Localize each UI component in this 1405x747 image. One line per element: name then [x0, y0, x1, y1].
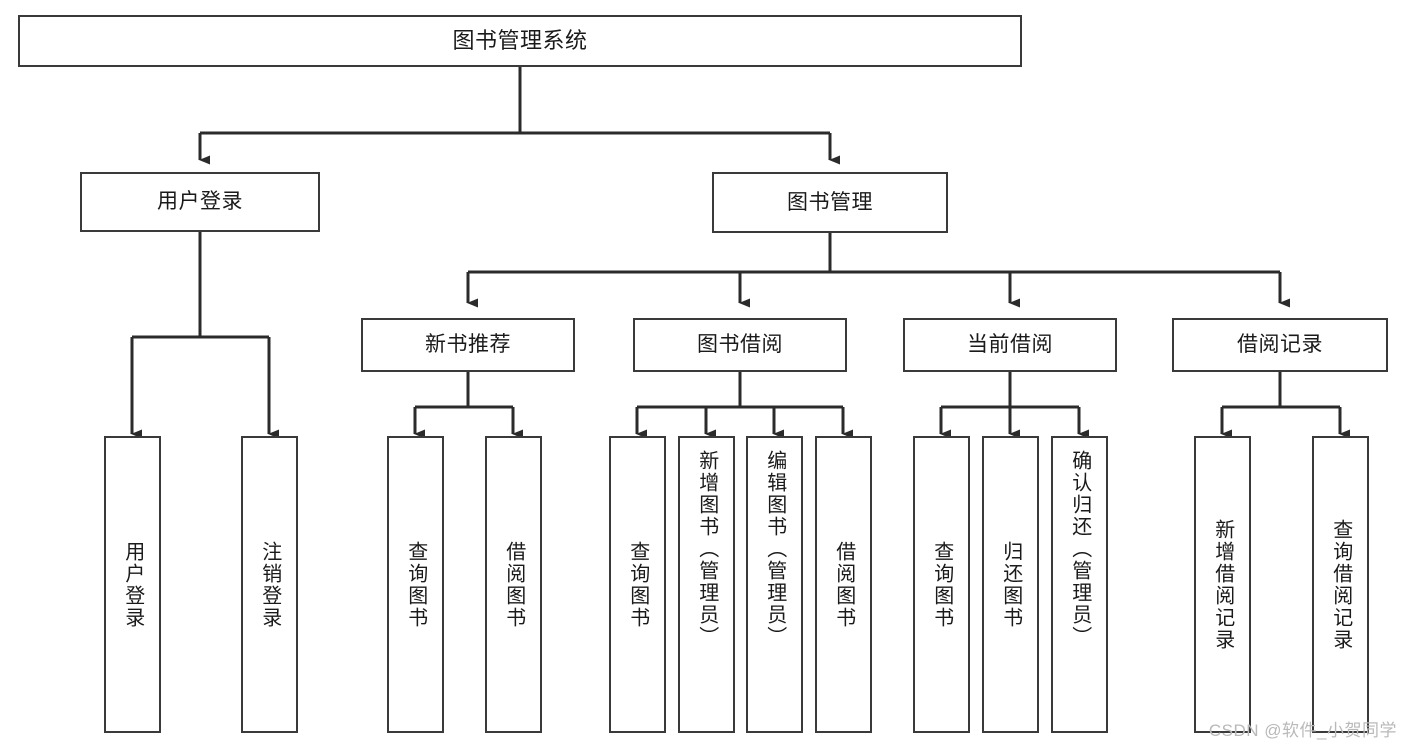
node-label: 新增图书（管理员）	[695, 450, 718, 648]
node-label: 查询图书	[626, 540, 649, 629]
node-label: 借阅图书	[832, 540, 855, 629]
node-leaf-query-book-recommend[interactable]: 查询图书	[387, 436, 444, 733]
node-label: 查询借阅记录	[1329, 518, 1352, 651]
node-label: 当前借阅	[967, 333, 1053, 357]
node-leaf-logout[interactable]: 注销登录	[241, 436, 298, 733]
node-label: 新增借阅记录	[1211, 518, 1234, 651]
node-leaf-query-borrow-record[interactable]: 查询借阅记录	[1312, 436, 1369, 733]
node-leaf-borrow-book[interactable]: 借阅图书	[815, 436, 872, 733]
node-label: 确认归还（管理员）	[1068, 450, 1091, 648]
node-book-manage[interactable]: 图书管理	[712, 172, 948, 233]
watermark-text: CSDN @软件_小贺同学	[1208, 721, 1397, 740]
node-borrow-record[interactable]: 借阅记录	[1172, 318, 1388, 372]
node-leaf-add-book[interactable]: 新增图书（管理员）	[678, 436, 735, 733]
node-label: 注销登录	[258, 540, 281, 629]
node-leaf-user-login[interactable]: 用户登录	[104, 436, 161, 733]
node-leaf-add-borrow-record[interactable]: 新增借阅记录	[1194, 436, 1251, 733]
node-label: 查询图书	[930, 540, 953, 629]
node-label: 归还图书	[999, 540, 1022, 629]
node-leaf-confirm-return[interactable]: 确认归还（管理员）	[1051, 436, 1108, 733]
node-leaf-edit-book[interactable]: 编辑图书（管理员）	[746, 436, 803, 733]
node-label: 用户登录	[157, 190, 243, 214]
node-leaf-query-book-current[interactable]: 查询图书	[913, 436, 970, 733]
node-label: 借阅记录	[1237, 333, 1323, 357]
node-label: 查询图书	[404, 540, 427, 629]
node-label: 图书管理系统	[452, 27, 588, 53]
node-label: 新书推荐	[425, 333, 511, 357]
node-leaf-return-book[interactable]: 归还图书	[982, 436, 1039, 733]
node-label: 用户登录	[121, 540, 144, 629]
node-label: 借阅图书	[502, 540, 525, 629]
node-leaf-borrow-book-recommend[interactable]: 借阅图书	[485, 436, 542, 733]
node-root-system[interactable]: 图书管理系统	[18, 15, 1022, 67]
node-user-login[interactable]: 用户登录	[80, 172, 320, 232]
node-label: 图书借阅	[697, 333, 783, 357]
node-current-borrow[interactable]: 当前借阅	[903, 318, 1117, 372]
node-book-borrow[interactable]: 图书借阅	[633, 318, 847, 372]
node-leaf-query-book-borrow[interactable]: 查询图书	[609, 436, 666, 733]
node-new-book-recommend[interactable]: 新书推荐	[361, 318, 575, 372]
node-label: 图书管理	[787, 190, 873, 214]
node-label: 编辑图书（管理员）	[763, 450, 786, 648]
